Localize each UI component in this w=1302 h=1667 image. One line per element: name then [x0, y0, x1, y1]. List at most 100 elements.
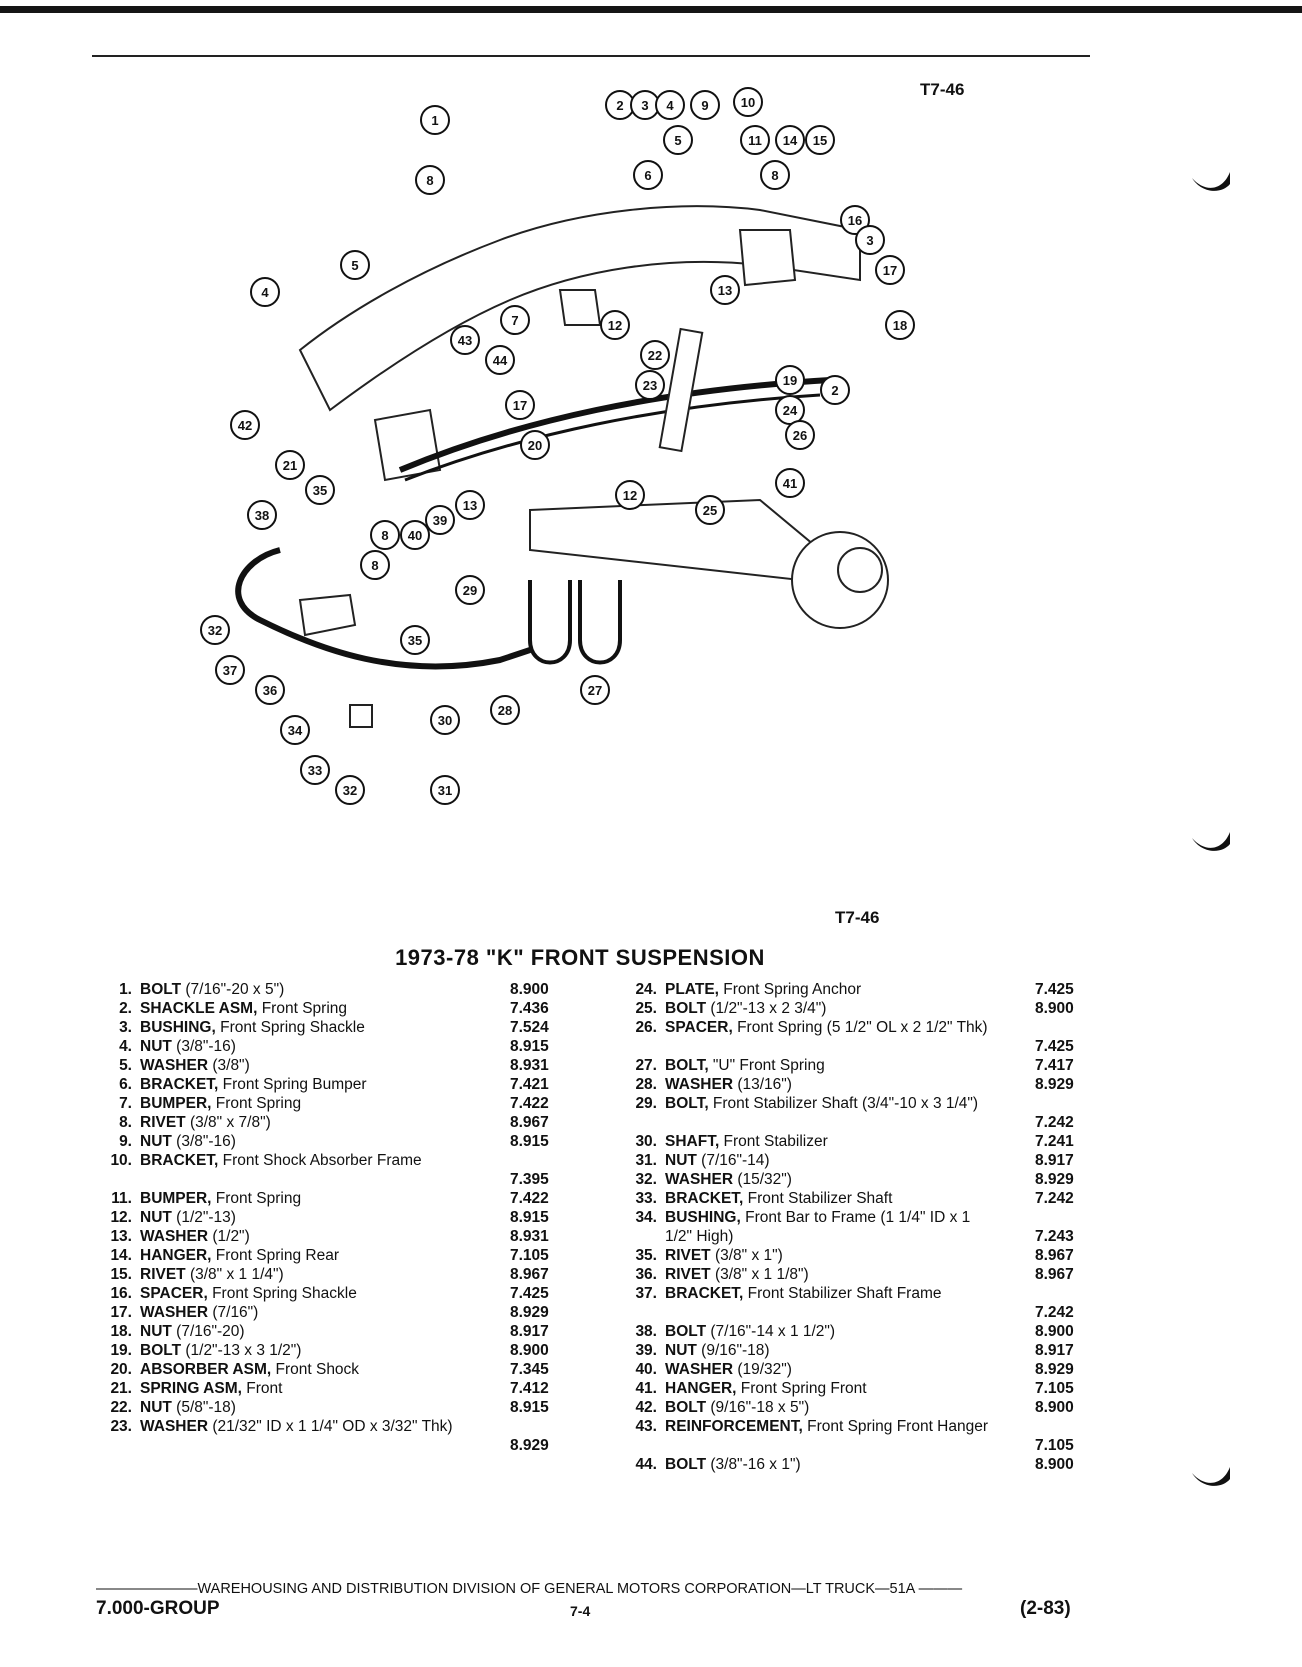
item-number: 19. [110, 1342, 132, 1359]
item-detail: Front Spring [211, 1190, 302, 1207]
callout-8: 8 [360, 550, 390, 580]
svg-text:25: 25 [703, 503, 717, 518]
item-name: HANGER, [140, 1247, 212, 1264]
item-detail: Front Shock [271, 1361, 360, 1378]
item-description: SHAFT, Front Stabilizer [665, 1132, 995, 1151]
item-group-code: 8.929 [510, 1437, 549, 1454]
item-detail: Front Spring Shackle [215, 1019, 365, 1036]
item-number: 39. [635, 1342, 657, 1359]
callout-36: 36 [255, 675, 285, 705]
callout-20: 20 [520, 430, 550, 460]
callout-29: 29 [455, 575, 485, 605]
figure-code-top: T7-46 [920, 80, 965, 99]
item-group-code: 8.929 [1035, 1171, 1074, 1188]
item-number: 6. [119, 1076, 132, 1093]
svg-text:38: 38 [255, 508, 269, 523]
callout-4: 4 [250, 277, 280, 307]
item-name: SHACKLE ASM, [140, 1000, 258, 1017]
item-name: NUT [665, 1342, 697, 1359]
item-name: WASHER [665, 1171, 734, 1188]
item-description: RIVET (3/8" x 1 1/4") [140, 1265, 470, 1284]
item-number: 22. [110, 1399, 132, 1416]
footer-group: 7.000-GROUP [96, 1598, 220, 1619]
callout-3: 3 [855, 225, 885, 255]
parts-list-item: 39.NUT (9/16"-18)8.917 [635, 1341, 1085, 1360]
item-detail: (3/8"-16) [171, 1133, 236, 1150]
item-detail: Front Spring Front Hanger [802, 1418, 989, 1435]
item-number: 34. [635, 1209, 657, 1226]
item-number: 36. [635, 1266, 657, 1283]
item-detail: Front Spring (5 1/2" OL x 2 1/2" Thk) [732, 1019, 988, 1036]
item-description: ABSORBER ASM, Front Shock [140, 1360, 470, 1379]
header-rule [92, 55, 1090, 57]
item-group-code: 7.524 [510, 1019, 549, 1036]
callout-35: 35 [305, 475, 335, 505]
item-number: 8. [119, 1114, 132, 1131]
item-description: SHACKLE ASM, Front Spring [140, 999, 470, 1018]
item-description: SPRING ASM, Front [140, 1379, 470, 1398]
item-group-code: 7.241 [1035, 1133, 1074, 1150]
item-number: 26. [635, 1019, 657, 1036]
item-description: SPACER, Front Spring Shackle [140, 1284, 470, 1303]
svg-text:28: 28 [498, 703, 512, 718]
item-description: BOLT (3/8"-16 x 1") [665, 1455, 995, 1474]
item-number: 16. [110, 1285, 132, 1302]
svg-text:17: 17 [883, 263, 897, 278]
binder-hook-mark [1192, 172, 1230, 191]
callout-27: 27 [580, 675, 610, 705]
item-name: BOLT [140, 981, 182, 998]
footer-page-number: 7-4 [570, 1603, 591, 1619]
callout-22: 22 [640, 340, 670, 370]
item-group-code: 7.105 [1035, 1380, 1074, 1397]
parts-list-item: 22.NUT (5/8"-18)8.915 [110, 1398, 560, 1417]
item-detail: (1/2") [208, 1228, 250, 1245]
svg-text:4: 4 [261, 285, 269, 300]
item-name: BOLT [665, 1323, 707, 1340]
item-description: NUT (9/16"-18) [665, 1341, 995, 1360]
item-group-code: 8.900 [510, 1342, 549, 1359]
item-group-code: 8.915 [510, 1209, 549, 1226]
svg-text:39: 39 [433, 513, 447, 528]
svg-text:12: 12 [608, 318, 622, 333]
item-description: NUT (7/16"-14) [665, 1151, 995, 1170]
item-name: NUT [140, 1038, 172, 1055]
item-name: BOLT, [665, 1057, 709, 1074]
item-number: 10. [110, 1152, 132, 1169]
item-group-code: 7.425 [1035, 1038, 1074, 1055]
callout-41: 41 [775, 468, 805, 498]
item-group-code: 7.105 [1035, 1437, 1074, 1454]
svg-text:20: 20 [528, 438, 542, 453]
item-description: WASHER (15/32") [665, 1170, 995, 1189]
callout-12: 12 [615, 480, 645, 510]
svg-text:26: 26 [793, 428, 807, 443]
item-name: BOLT [665, 1399, 707, 1416]
parts-list-item: 5.WASHER (3/8")8.931 [119, 1056, 560, 1075]
spring-bumper [558, 289, 602, 326]
callout-42: 42 [230, 410, 260, 440]
item-number: 27. [635, 1057, 657, 1074]
parts-list-item: 43.REINFORCEMENT, Front Spring Front Han… [635, 1417, 1085, 1455]
svg-text:16: 16 [848, 213, 862, 228]
svg-text:29: 29 [463, 583, 477, 598]
item-detail: Front Stabilizer Shaft [743, 1190, 893, 1207]
hub [837, 547, 883, 593]
item-detail: (15/32") [733, 1171, 792, 1188]
svg-text:13: 13 [463, 498, 477, 513]
item-number: 14. [110, 1247, 132, 1264]
item-number: 40. [635, 1361, 657, 1378]
callout-9: 9 [690, 90, 720, 120]
binder-hook-mark [1192, 1467, 1230, 1486]
callout-28: 28 [490, 695, 520, 725]
parts-list-item: 36.RIVET (3/8" x 1 1/8")8.967 [635, 1265, 1085, 1284]
item-group-code: 8.900 [1035, 1399, 1074, 1416]
item-name: BOLT [665, 1000, 707, 1017]
svg-text:32: 32 [208, 623, 222, 638]
callout-19: 19 [775, 365, 805, 395]
item-detail: (9/16"-18) [696, 1342, 770, 1359]
leaf-spring-2 [404, 393, 821, 482]
